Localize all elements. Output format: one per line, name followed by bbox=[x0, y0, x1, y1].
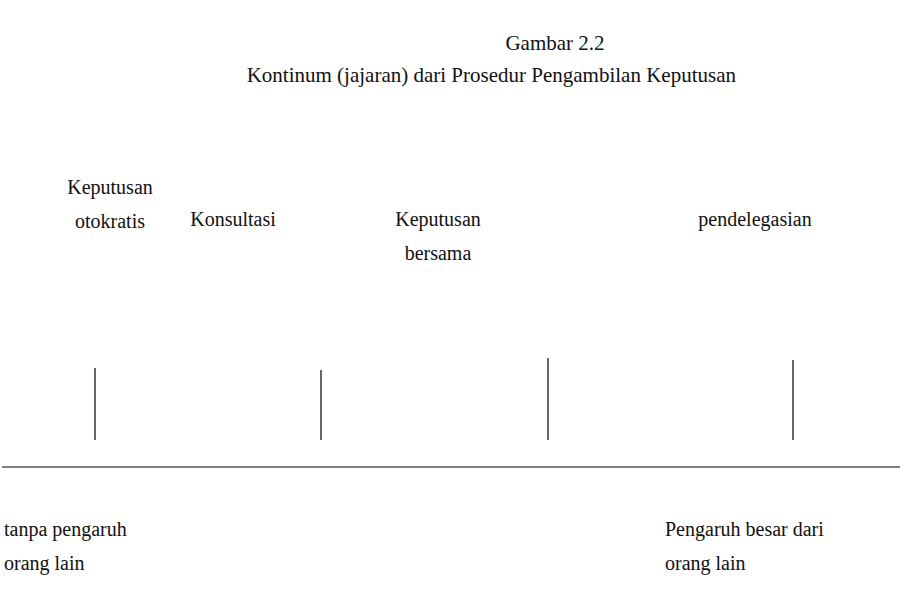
continuum-label: tanpa pengaruh orang lain bbox=[4, 512, 164, 580]
continuum-label: Konsultasi bbox=[168, 202, 298, 236]
continuum-label: Keputusan otokratis bbox=[50, 170, 170, 238]
tick-mark bbox=[94, 368, 95, 440]
tick-mark bbox=[547, 358, 548, 440]
continuum-label: pendelegasian bbox=[680, 202, 830, 236]
axis-line bbox=[2, 466, 900, 467]
continuum-label: Keputusan bersama bbox=[373, 202, 503, 270]
tick-mark bbox=[792, 360, 793, 440]
continuum-label: Pengaruh besar dari orang lain bbox=[665, 512, 835, 580]
tick-mark bbox=[320, 370, 321, 440]
figure-subtitle: Kontinum (jajaran) dari Prosedur Pengamb… bbox=[245, 58, 737, 92]
figure-title: Gambar 2.2 bbox=[455, 26, 655, 60]
